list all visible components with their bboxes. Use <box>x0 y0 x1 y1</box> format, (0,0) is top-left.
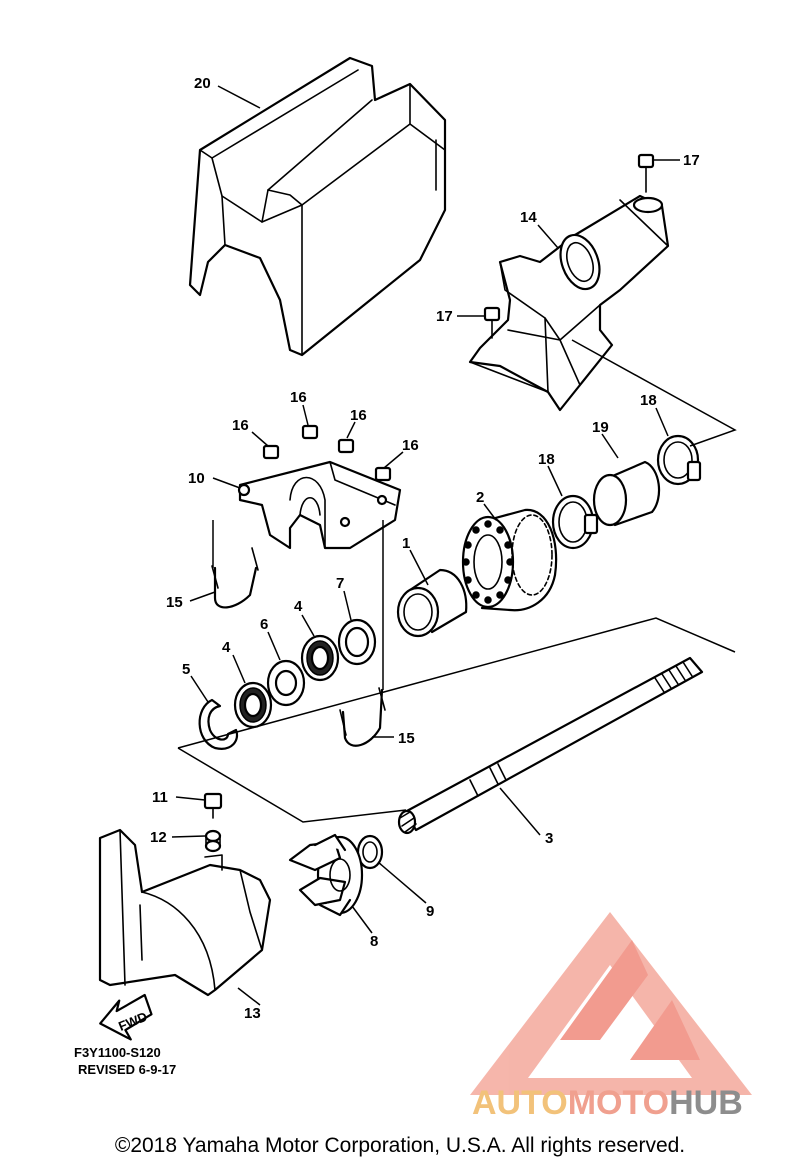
part-12-collar <box>204 829 222 853</box>
watermark-auto: AUTO <box>472 1084 568 1122</box>
part-17-bolt-lower <box>483 306 501 339</box>
callout-18-upper: 18 <box>640 392 657 409</box>
part-18-clamp-upper <box>656 434 702 486</box>
callout-4-a: 4 <box>294 598 303 615</box>
part-10-bracket <box>237 460 402 550</box>
part-1-sleeve <box>396 568 468 638</box>
part-11-bolt <box>203 792 223 819</box>
callout-20: 20 <box>194 75 211 92</box>
callout-11: 11 <box>152 789 168 806</box>
callout-6: 6 <box>260 616 268 633</box>
callout-12: 12 <box>150 829 167 846</box>
part-16-nuts <box>262 424 392 482</box>
part-2-housing <box>461 508 558 612</box>
callout-19: 19 <box>592 419 609 436</box>
part-15-u-bolt-upper <box>211 547 259 609</box>
part-7-seal <box>337 618 377 666</box>
part-4-seal-a <box>300 634 340 682</box>
part-17-bolt-upper <box>637 153 655 193</box>
part-8-coupler <box>288 833 364 917</box>
watermark-text: AUTOMOTOHUB <box>472 1084 743 1122</box>
callout-5: 5 <box>182 661 190 678</box>
callout-2: 2 <box>476 489 484 506</box>
callout-14: 14 <box>520 209 537 226</box>
assembly-lines <box>177 339 737 823</box>
watermark-moto: MOTO <box>568 1084 669 1122</box>
callout-16-c: 16 <box>350 407 367 424</box>
callout-8: 8 <box>370 933 378 950</box>
callout-leaders <box>171 85 680 1006</box>
part-14-nozzle <box>468 194 670 412</box>
callout-3: 3 <box>545 830 553 847</box>
part-4-seal-b <box>233 681 273 729</box>
callout-13: 13 <box>244 1005 261 1022</box>
callout-17-upper: 17 <box>683 152 700 169</box>
watermark-hub: HUB <box>669 1084 743 1122</box>
callout-15-upper: 15 <box>166 594 183 611</box>
part-3-drive-shaft <box>397 656 704 835</box>
callout-15-lower: 15 <box>398 730 415 747</box>
part-15-u-bolt-lower <box>339 687 386 747</box>
callout-18-lower: 18 <box>538 451 555 468</box>
callout-4-b: 4 <box>222 639 231 656</box>
part-19-ring <box>592 460 661 527</box>
part-20-cover <box>188 56 447 357</box>
revision-label: REVISED 6-9-17 <box>78 1062 176 1077</box>
automotohub-logo <box>470 912 752 1095</box>
part-5-circlip <box>198 698 239 750</box>
callout-1: 1 <box>402 535 410 552</box>
drawing-code: F3Y1100-S120 <box>74 1045 161 1060</box>
callout-9: 9 <box>426 903 434 920</box>
callout-16-d: 16 <box>402 437 419 454</box>
fwd-arrow-icon: FWD <box>99 993 153 1041</box>
part-13-guard <box>98 828 272 997</box>
callout-16-b: 16 <box>290 389 307 406</box>
callout-16-a: 16 <box>232 417 249 434</box>
callout-7: 7 <box>336 575 344 592</box>
part-18-clamp-lower <box>551 494 599 550</box>
callout-17-lower: 17 <box>436 308 453 325</box>
callout-10: 10 <box>188 470 205 487</box>
part-6-bearing <box>266 659 306 707</box>
copyright-text: ©2018 Yamaha Motor Corporation, U.S.A. A… <box>115 1134 685 1157</box>
callout-labels: 20 17 14 17 16 16 16 16 10 2 1 18 19 18 … <box>150 75 700 1022</box>
